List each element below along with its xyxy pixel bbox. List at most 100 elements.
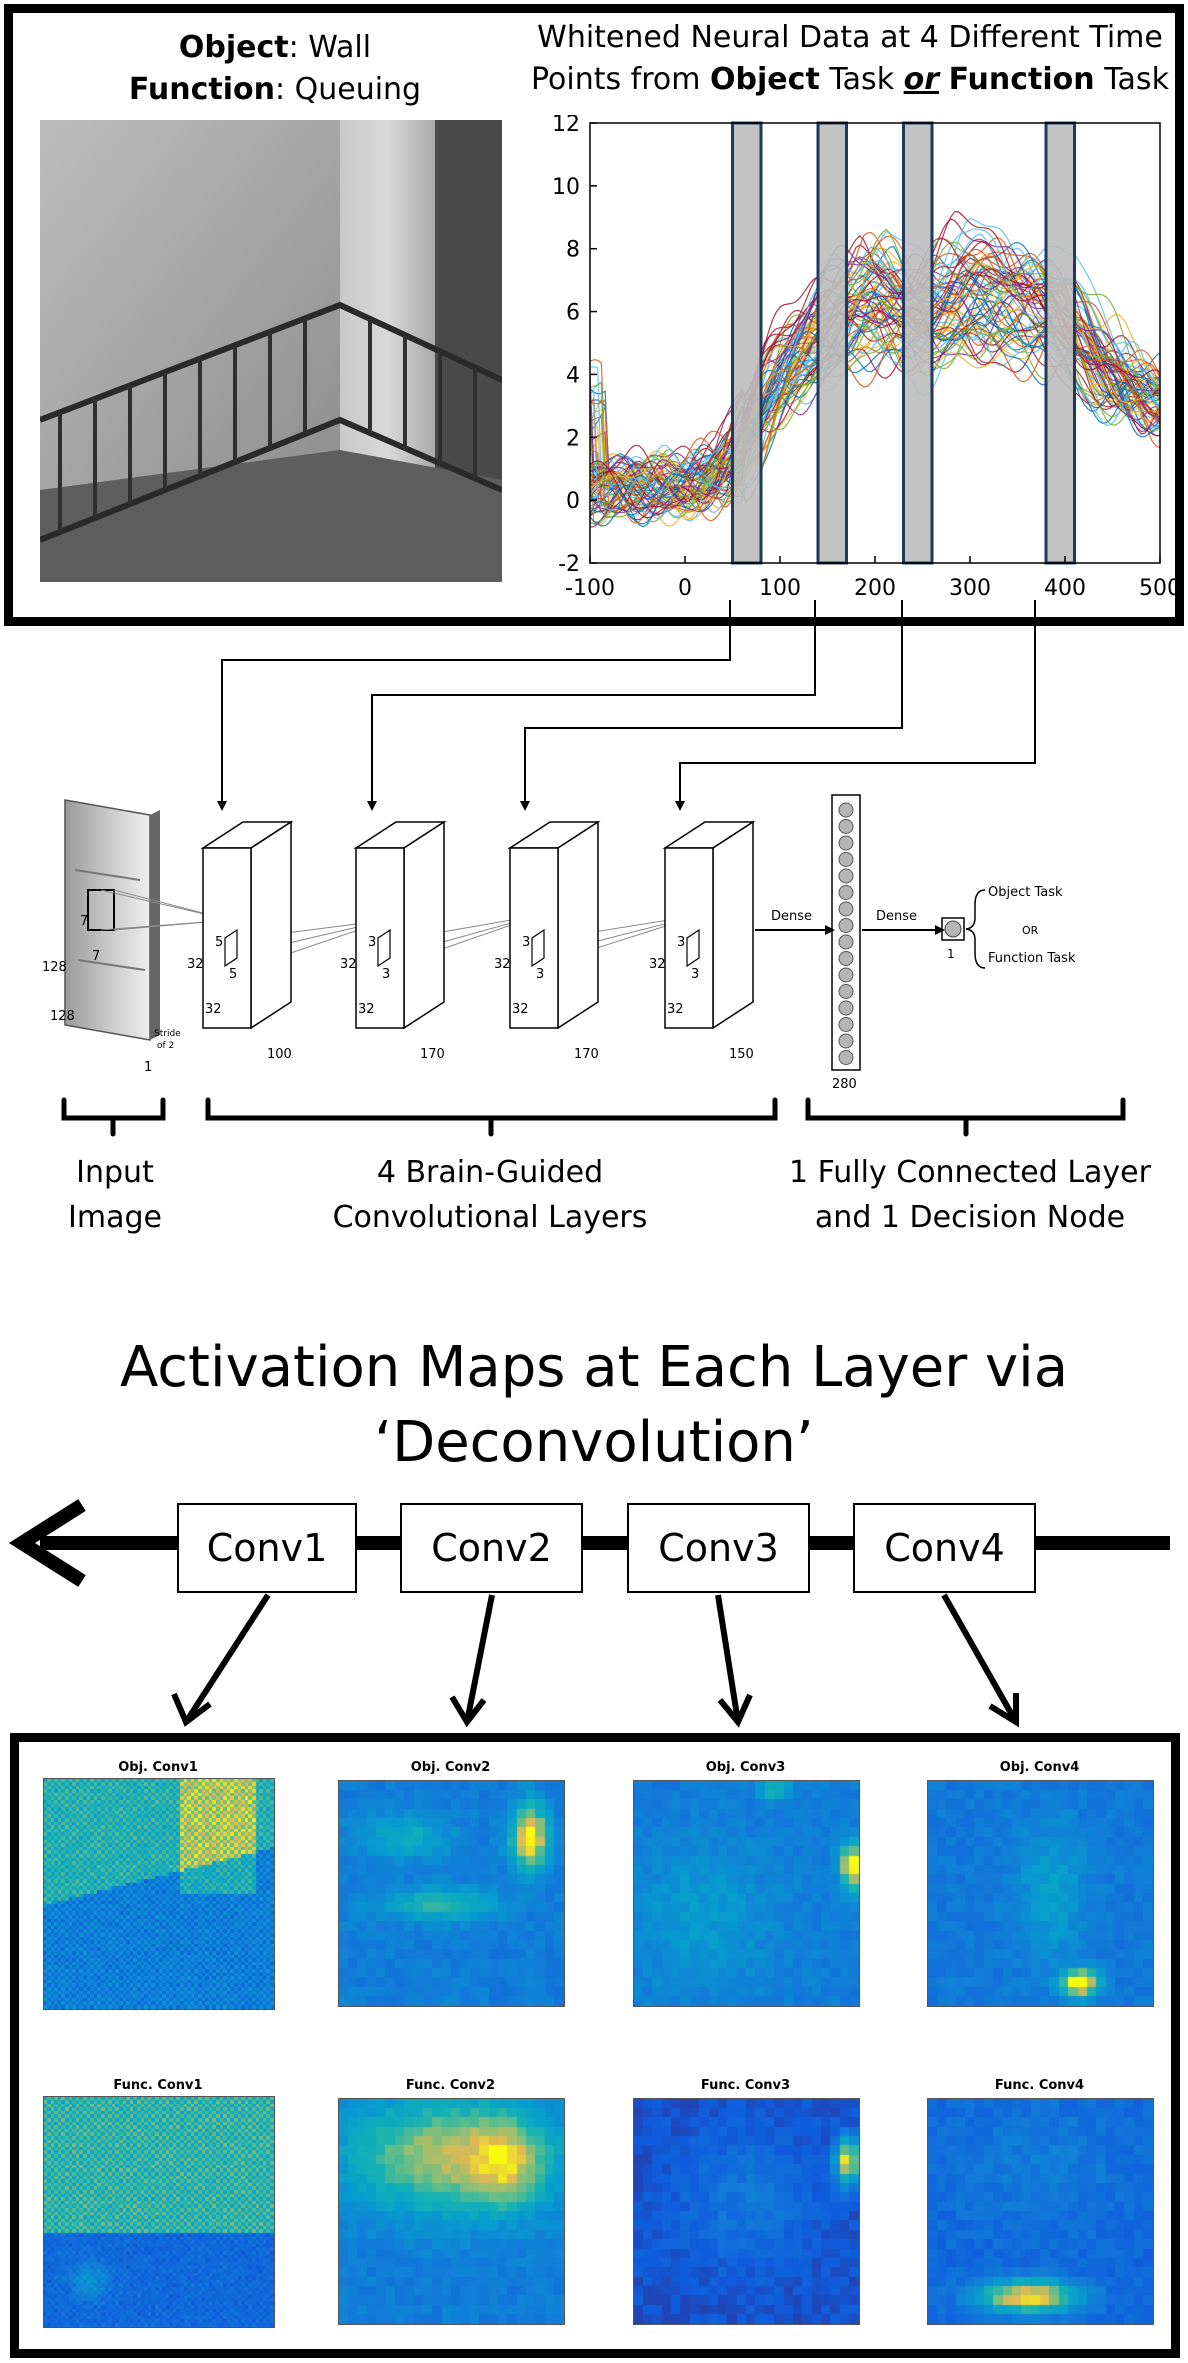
stimulus-photo	[40, 120, 502, 582]
y-tick-label: -2	[558, 552, 580, 577]
plot-title-or: or	[903, 62, 940, 97]
plot-title-line2: Points from Object Task or Function Task	[520, 62, 1180, 97]
conv-block-side	[250, 820, 292, 1030]
backward-arrow-head	[8, 1499, 86, 1587]
kernel-size-label: 3	[691, 967, 699, 982]
layer-depth-label: 170	[420, 1047, 445, 1062]
decision-node-frame	[941, 917, 965, 941]
y-tick-label: 4	[566, 363, 580, 388]
conv-to-map-arrows	[171, 1593, 1019, 1728]
input-image-slab	[64, 799, 160, 1041]
layer-width-label: 32	[512, 1002, 529, 1017]
fc-node	[838, 1050, 854, 1065]
stride-label-2: of 2	[157, 1041, 174, 1051]
activation-heading-line1: Activation Maps at Each Layer via	[119, 1335, 1069, 1400]
time-window-4	[1044, 121, 1076, 565]
output-function-task: Function Task	[988, 951, 1076, 966]
fc-size-label: 280	[832, 1077, 857, 1092]
activation-heading-line2: ‘Deconvolution’	[374, 1410, 814, 1475]
x-tick-label: 300	[949, 576, 991, 601]
map-title-obj-conv3: Obj. Conv3	[705, 1760, 786, 1775]
fc-node	[838, 885, 854, 900]
fc-node	[838, 984, 854, 999]
fc-node	[838, 951, 854, 966]
conv3-box: Conv3	[627, 1503, 810, 1593]
group-fc-label-1: 1 Fully Connected Layer	[789, 1155, 1151, 1190]
fc-node	[838, 802, 854, 818]
fc-node	[838, 1033, 854, 1049]
top-panel-frame	[4, 4, 1184, 626]
object-caption: Object: Wall	[40, 30, 510, 65]
map-title-func-conv2: Func. Conv2	[405, 2078, 496, 2093]
stride-label-1: Stride	[154, 1029, 181, 1039]
function-label: Function	[128, 72, 275, 107]
x-tick-label: -100	[565, 576, 615, 601]
group-input-label-1: Input	[76, 1155, 154, 1190]
conv1-box: Conv1	[177, 1503, 357, 1593]
kernel-size-label: 3	[382, 967, 390, 982]
decision-size-label: 1	[947, 947, 955, 961]
heatmap-func-conv2	[338, 2098, 565, 2325]
group-conv-label-1: 4 Brain-Guided	[376, 1155, 604, 1190]
kernel-size-label: 5	[215, 935, 223, 950]
fc-nodes	[838, 802, 854, 1065]
layer-depth-label: 100	[267, 1047, 292, 1062]
time-window-2	[816, 121, 848, 565]
function-value: : Queuing	[274, 72, 422, 107]
fc-node	[838, 1017, 854, 1032]
y-tick-label: 10	[552, 175, 580, 200]
layer-height-label: 32	[649, 957, 666, 972]
object-value: : Wall	[288, 30, 372, 65]
layer-height-label: 32	[340, 957, 357, 972]
heatmap-func-conv4	[927, 2098, 1154, 2325]
conv-block-side	[403, 820, 445, 1030]
fc-node	[838, 918, 854, 933]
time-window-3	[902, 121, 934, 565]
group-conv-label-2: Convolutional Layers	[332, 1200, 648, 1235]
group-braces	[61, 1097, 1126, 1137]
time-window-1	[731, 121, 763, 565]
fc-node	[838, 967, 854, 983]
kernel-size-label: 3	[677, 935, 685, 950]
conv4-box: Conv4	[853, 1503, 1036, 1593]
kernel-box	[686, 928, 700, 968]
layer-width-label: 32	[667, 1002, 684, 1017]
x-tick-label: 100	[759, 576, 801, 601]
fc-node	[838, 835, 854, 851]
y-tick-label: 12	[552, 115, 580, 137]
input-kernel-label-1: 7	[80, 914, 88, 929]
y-tick-label: 0	[566, 489, 580, 514]
fc-node	[838, 901, 854, 917]
map-title-func-conv3: Func. Conv3	[700, 2078, 791, 2093]
fc-node	[838, 934, 854, 950]
dense-label-2: Dense	[876, 909, 917, 924]
conv-block-side	[557, 820, 599, 1030]
plot-title-part-c: Task	[1094, 62, 1169, 97]
kernel-size-label: 3	[536, 967, 544, 982]
heatmap-func-conv1	[43, 2096, 275, 2328]
heatmap-obj-conv1	[43, 1778, 275, 2010]
heatmap-func-conv3	[633, 2098, 860, 2325]
x-tick-label: 400	[1044, 576, 1086, 601]
map-title-func-conv1: Func. Conv1	[113, 2078, 203, 2093]
kernel-size-label: 3	[522, 935, 530, 950]
function-caption: Function: Queuing	[40, 72, 510, 107]
x-tick-label: 200	[854, 576, 896, 601]
map-title-obj-conv1: Obj. Conv1	[118, 1760, 198, 1775]
group-input-label-2: Image	[68, 1200, 162, 1235]
x-tick-label: 0	[678, 576, 692, 601]
layer-width-label: 32	[358, 1002, 375, 1017]
fc-node	[838, 852, 854, 867]
y-tick-label: 6	[566, 301, 580, 326]
layer-depth-label: 150	[729, 1047, 754, 1062]
fc-node	[838, 868, 854, 884]
object-label: Object	[178, 30, 289, 65]
input-depth-label: 1	[144, 1060, 152, 1075]
input-height-label: 128	[42, 960, 67, 975]
y-tick-label: 2	[566, 426, 580, 451]
conv-block-side	[712, 820, 754, 1030]
fc-node	[838, 1000, 854, 1016]
heatmap-obj-conv3	[633, 1780, 860, 2007]
